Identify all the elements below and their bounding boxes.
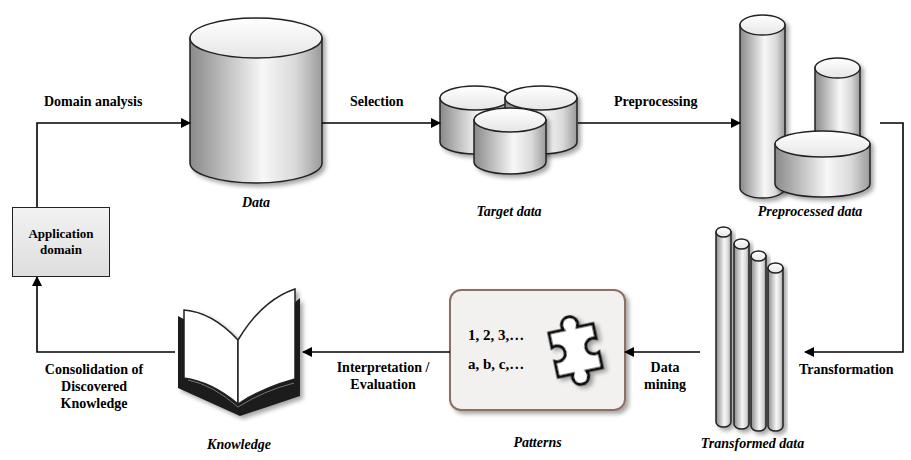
cylinder [751,251,766,431]
cylinder [775,131,870,197]
data-store: Data [190,18,322,183]
pattern-box: 1, 2, 3,…a, b, c,…Patterns [450,290,625,410]
open-book [178,289,300,416]
cylinder [768,263,783,431]
process-box: Application domain [12,207,110,277]
flow-arrow [37,277,175,352]
step-label: Domain analysis [42,94,144,111]
data-store: Transformed data [700,226,805,428]
node-caption: Transformed data [701,436,804,452]
cylinder [734,239,749,429]
step-label: Selection [348,94,406,111]
node-caption: Target data [476,204,541,220]
flow-arrow [578,122,740,124]
data-store: Preprocessed data [740,15,880,193]
cylinders [190,15,870,431]
flow-arrow [625,351,700,353]
flow-arrow [37,123,190,207]
data-store: Target data [440,86,578,174]
node-text: 1, 2, 3,… [468,327,524,344]
node-caption: Knowledge [207,437,271,453]
flow-arrow [303,351,450,353]
patterns-panel [450,290,625,410]
node-caption: Patterns [513,435,561,451]
text-column: 1, 2, 3,… a, b, c,… [468,290,524,410]
cylinder [474,108,546,174]
step-label: Data mining [632,360,698,394]
cylinder [716,227,731,427]
cylinder [190,18,322,183]
node-text: Application domain [19,226,103,259]
puzzle-piece [546,312,604,389]
flow-arrow [805,123,903,352]
node-text: a, b, c,… [468,356,524,373]
flow-arrow [322,122,440,124]
node-caption: Preprocessed data [758,204,863,220]
step-label: Preprocessing [612,94,699,111]
step-label: Interpretation / Evaluation [320,360,446,394]
step-label: Consolidation of Discovered Knowledge [26,362,162,412]
step-label: Transformation [797,362,896,379]
knowledge-book: Knowledge [175,287,303,417]
node-caption: Data [242,195,270,211]
